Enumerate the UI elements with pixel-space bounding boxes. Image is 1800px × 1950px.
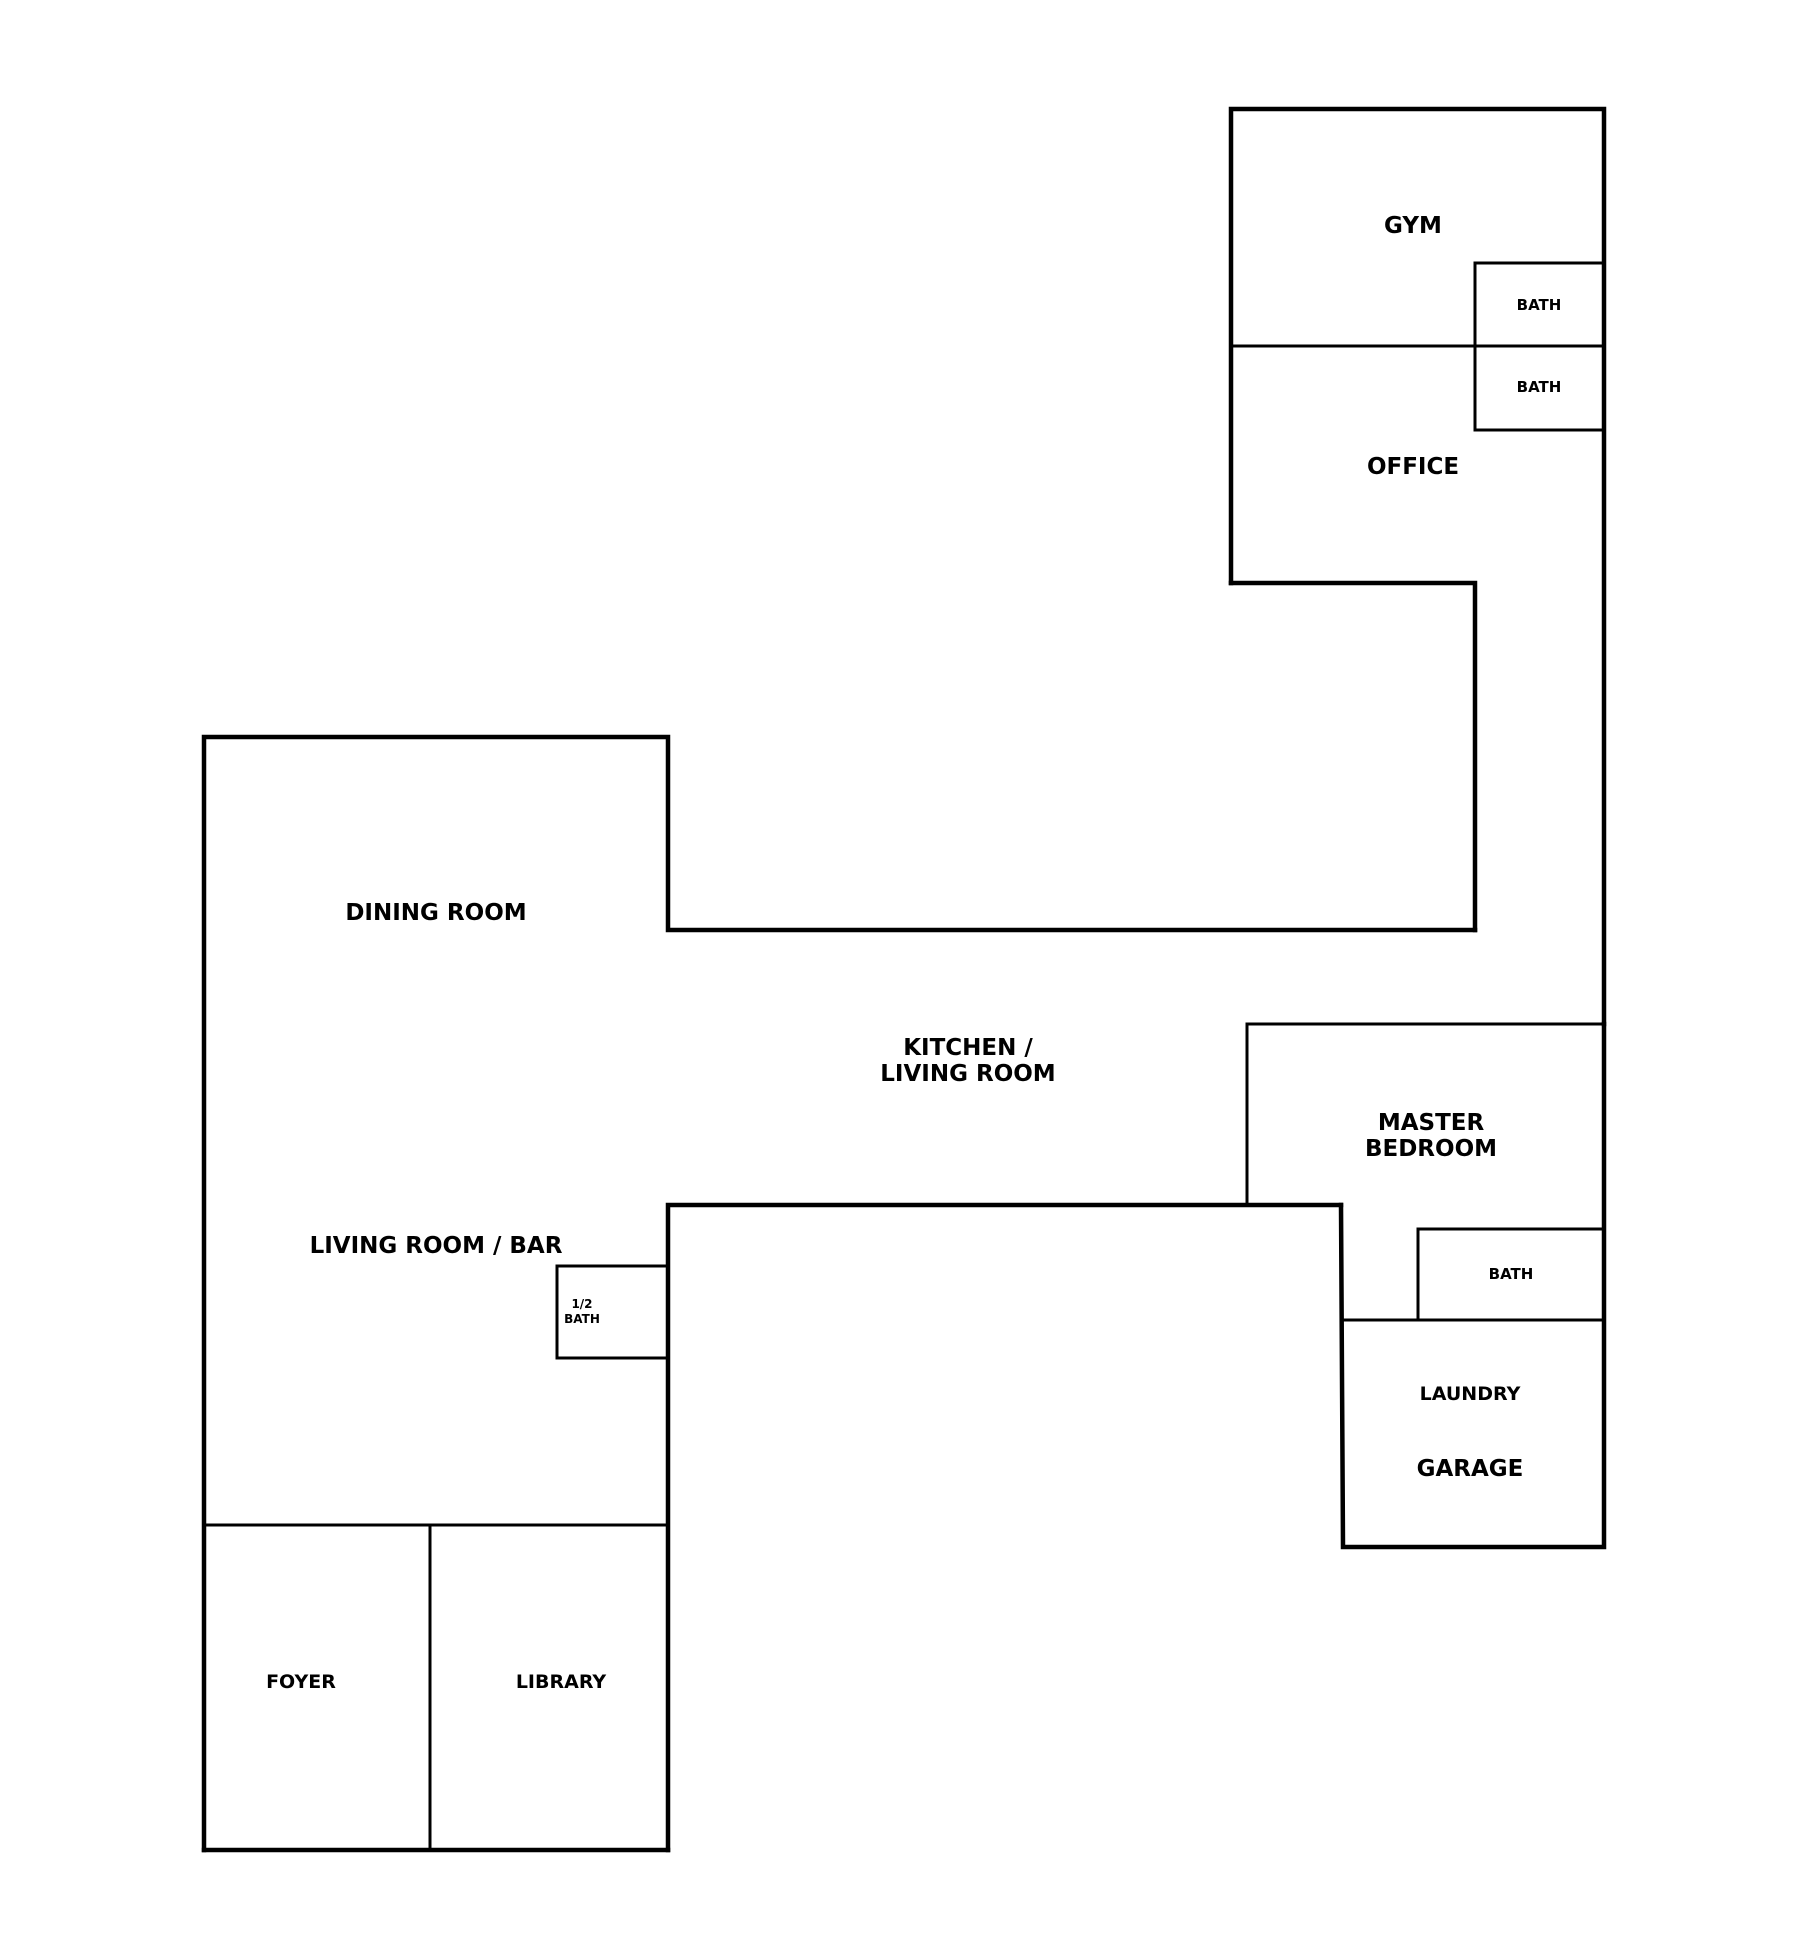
- office-lower-wall: [1228, 580, 1478, 933]
- living-room-bar-label: LIVING ROOM / BAR: [310, 1233, 563, 1259]
- kitchen-label-line1: KITCHEN /: [903, 1035, 1033, 1061]
- east-block-walls: [1245, 1021, 1607, 1550]
- gym-bath-label: BATH: [1517, 296, 1562, 314]
- office-bath-walls: [1473, 344, 1606, 432]
- office-bath-label: BATH: [1517, 378, 1562, 396]
- office-label: OFFICE: [1367, 454, 1459, 480]
- north-wing-walls: [1228, 106, 1607, 1027]
- dining-room-label: DINING ROOM: [345, 900, 526, 926]
- half-bath-label-line2: BATH: [564, 1312, 600, 1326]
- library-label: LIBRARY: [516, 1671, 607, 1693]
- kitchen-label-line2: LIVING ROOM: [880, 1061, 1055, 1087]
- half-bath-walls: [555, 1264, 670, 1360]
- master-bedroom-north-wall: [1245, 1022, 1606, 1207]
- half-bath-label-line1: 1/2: [571, 1297, 592, 1311]
- master-bath-label: BATH: [1489, 1265, 1534, 1283]
- room-labels: GYM BATH BATH OFFICE DINING ROOM KITCHEN…: [266, 213, 1561, 1693]
- garage-label: GARAGE: [1417, 1456, 1524, 1482]
- foyer-label: FOYER: [266, 1671, 336, 1693]
- kitchen-south-wall: [665, 1202, 1344, 1853]
- laundry-label: LAUNDRY: [1420, 1383, 1521, 1405]
- gym-label: GYM: [1384, 213, 1442, 239]
- dining-outline: [201, 734, 1478, 1853]
- master-bath-walls: [1416, 1227, 1606, 1322]
- north-wing-outline: [1228, 106, 1607, 1027]
- garage-outline: [1338, 1021, 1607, 1550]
- master-bedroom-label-line2: BEDROOM: [1365, 1136, 1497, 1162]
- west-block-walls: [201, 734, 1478, 1853]
- master-bedroom-label-line1: MASTER: [1378, 1110, 1485, 1136]
